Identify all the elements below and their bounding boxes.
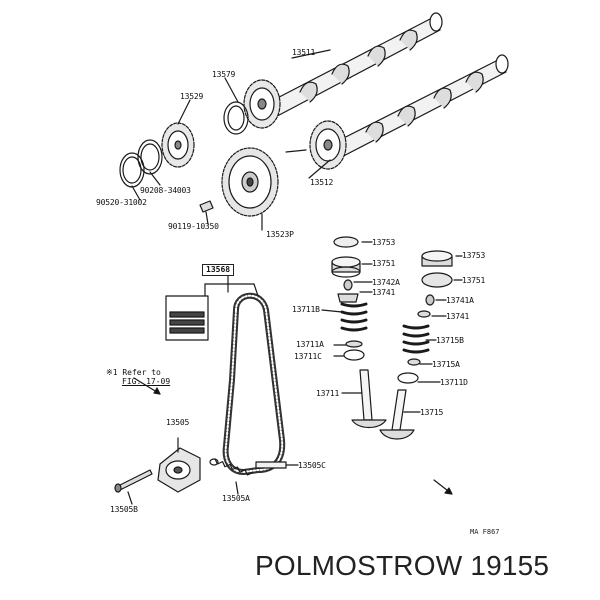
refer-note: ※1 Refer to FIG. 17-09 [106, 368, 170, 386]
part-label: 13711D [440, 378, 468, 387]
valve-assembly-left [331, 236, 387, 429]
part-label: 90208-34003 [140, 186, 191, 195]
refer-line-1: ※1 Refer to [106, 368, 161, 377]
part-label: 13711B [292, 305, 320, 314]
part-label: 13751 [462, 276, 486, 285]
part-label: 13753 [372, 238, 396, 247]
part-label: 13715A [432, 360, 460, 369]
part-label: 13529 [180, 92, 204, 101]
part-label: 13523P [266, 230, 294, 239]
part-label: 13741A [446, 296, 474, 305]
part-label: 13505B [110, 505, 138, 514]
snap-ring [223, 101, 249, 135]
camshaft-lower [285, 54, 509, 170]
part-label: 13715B [436, 336, 464, 345]
timing-pulley [221, 147, 279, 217]
part-label: 13741 [372, 288, 396, 297]
brand-caption: POLMOSTROW 19155 [255, 550, 550, 581]
part-label: 13741 [446, 312, 470, 321]
part-label: 13512 [310, 178, 334, 187]
part-label: 13511 [292, 48, 316, 57]
part-label: 13505 [166, 418, 190, 427]
belt-tensioner [157, 437, 201, 493]
part-label: 90119-10350 [168, 222, 219, 231]
part-label: 13751 [372, 259, 396, 268]
part-label: 90520-31002 [96, 198, 147, 207]
part-label: 13505C [298, 461, 326, 470]
timing-belt [222, 292, 286, 475]
diagram-code: MA F867 [470, 528, 500, 536]
tensioner-spring [214, 458, 254, 476]
part-label: 13742A [372, 278, 400, 287]
part-label: 13711A [296, 340, 324, 349]
valve-assembly-right [379, 250, 453, 440]
part-label: 13753 [462, 251, 486, 260]
part-label: 13711 [316, 389, 340, 398]
tensioner-pushrod [255, 461, 287, 469]
part-label: 13711C [294, 352, 322, 361]
part-label: 13715 [420, 408, 444, 417]
sub-gear [161, 122, 195, 168]
part-label: 13505A [222, 494, 250, 503]
timing-belt-part-number: 13568 [202, 264, 235, 276]
camshaft-upper [243, 12, 443, 129]
refer-line-2: FIG. 17-09 [122, 377, 171, 386]
part-label: 13579 [212, 70, 236, 79]
